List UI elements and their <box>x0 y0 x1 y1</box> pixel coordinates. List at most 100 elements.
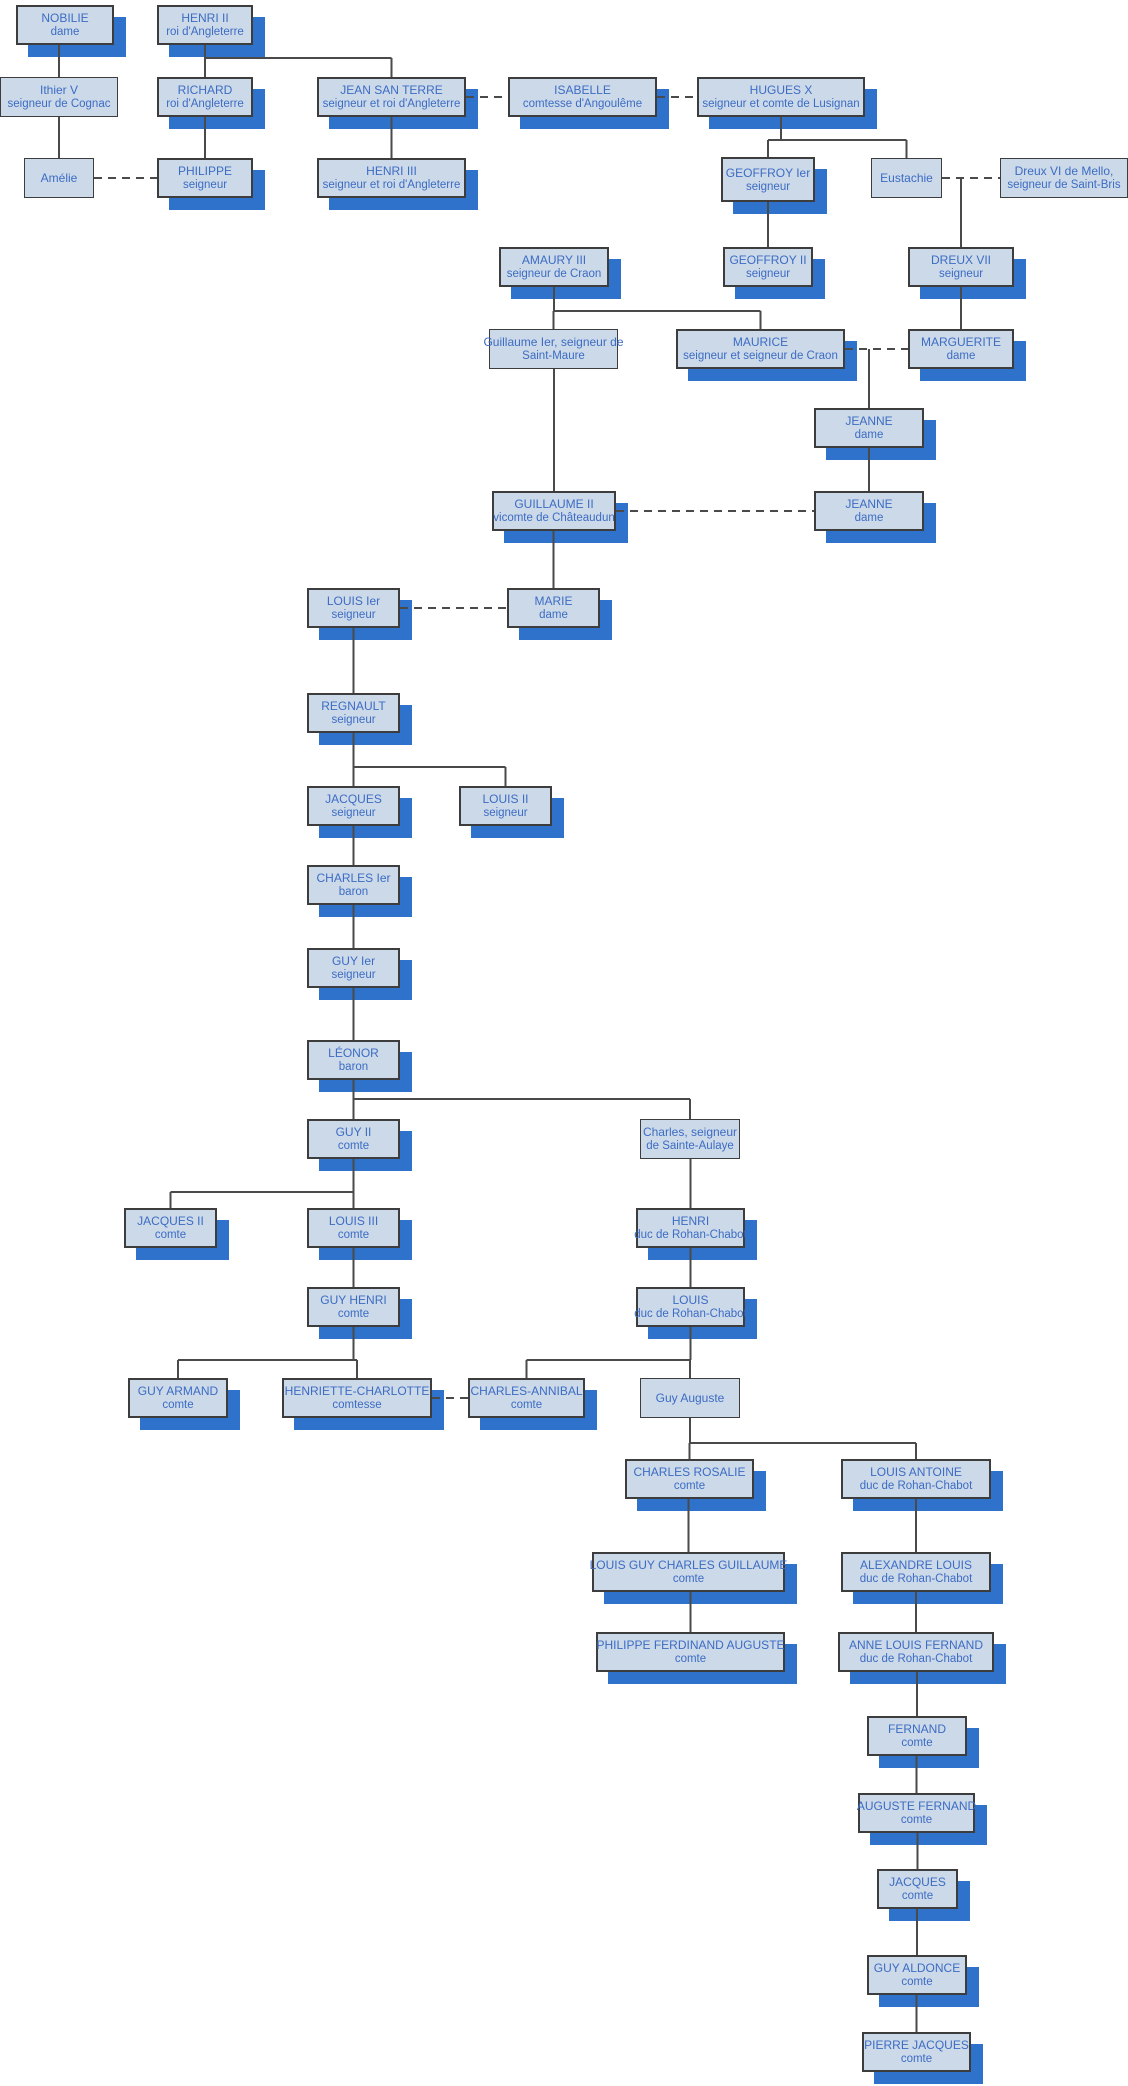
node-name: GUY ALDONCE <box>873 1961 961 1975</box>
node-name: AUGUSTE FERNAND <box>856 1799 977 1813</box>
node-name: HUGUES X <box>749 83 813 97</box>
node-title: seigneur <box>331 807 376 819</box>
tree-node-eustachie[interactable]: Eustachie <box>871 158 942 198</box>
node-name: ISABELLE <box>554 83 611 97</box>
node-title: seigneur <box>331 969 376 981</box>
node-name: PHILIPPE <box>177 164 233 178</box>
node-name: Amélie <box>40 171 78 185</box>
node-name: Dreux VI de Mello, <box>1014 164 1114 178</box>
node-name: Guillaume Ier, seigneur de <box>483 335 624 349</box>
node-name: HENRI <box>671 1214 710 1228</box>
node-title: comte <box>337 1308 370 1320</box>
node-name: GUILLAUME II <box>514 497 594 511</box>
node-title: comte <box>154 1229 187 1241</box>
node-title: comte <box>901 1737 933 1749</box>
node-title: baron <box>338 886 369 898</box>
node-title: roi d'Angleterre <box>166 98 244 110</box>
tree-node-guyauguste[interactable]: Guy Auguste <box>640 1378 740 1418</box>
node-name: GUY HENRI <box>320 1293 387 1307</box>
node-title: seigneur de Cognac <box>7 98 111 110</box>
node-title: dame <box>946 350 976 362</box>
node-title: dame <box>539 609 568 621</box>
node-title: Saint-Maure <box>522 350 585 362</box>
node-name: Ithier V <box>39 83 78 97</box>
node-title: duc de Rohan-Chabot <box>859 1573 973 1585</box>
node-title: seigneur de Craon <box>506 268 602 280</box>
node-title: duc de Rohan-Chabot <box>634 1229 747 1241</box>
node-name: MARGUERITE <box>920 335 1001 349</box>
node-title: comte <box>901 1890 934 1902</box>
node-name: LOUIS III <box>328 1214 379 1228</box>
tree-node-dreux6[interactable]: Dreux VI de Mello,seigneur de Saint-Bris <box>1000 158 1128 198</box>
node-name: LOUIS ANTOINE <box>870 1465 962 1479</box>
node-title: seigneur <box>331 609 376 621</box>
node-name: RICHARD <box>177 83 233 97</box>
node-title: comte <box>672 1573 705 1585</box>
node-name: GUY Ier <box>331 954 376 968</box>
node-name: MAURICE <box>732 335 789 349</box>
tree-node-amelie[interactable]: Amélie <box>24 158 94 198</box>
node-name: JEAN SAN TERRE <box>340 83 443 97</box>
node-name: LOUIS <box>672 1293 709 1307</box>
node-name: JACQUES <box>889 1875 946 1889</box>
node-title: seigneur <box>745 180 791 193</box>
node-name: HENRI II <box>181 11 229 25</box>
node-title: duc de Rohan-Chabot <box>859 1480 973 1492</box>
node-title: seigneur et seigneur de Craon <box>683 350 838 362</box>
node-name: DREUX VII <box>930 253 991 267</box>
node-name: GUY ARMAND <box>137 1384 219 1398</box>
descent-lines <box>58 45 962 2032</box>
node-name: REGNAULT <box>321 699 386 713</box>
node-name: CHARLES ROSALIE <box>633 1465 746 1479</box>
